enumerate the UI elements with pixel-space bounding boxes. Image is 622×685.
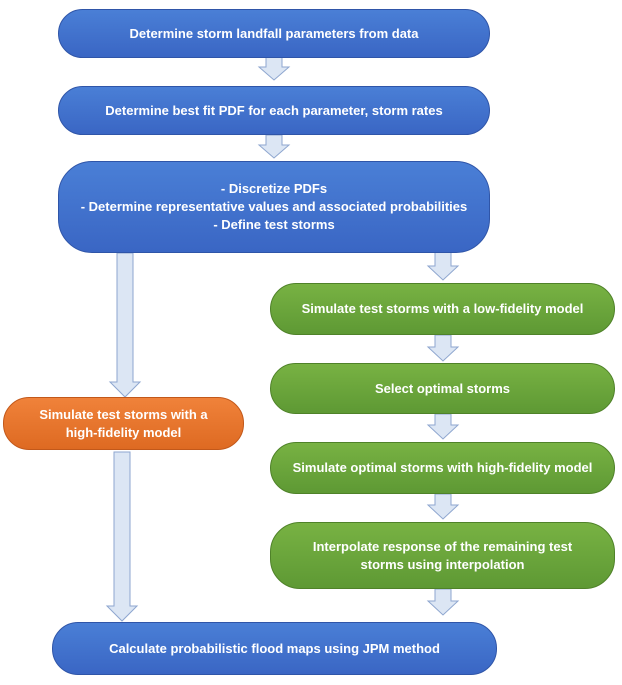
down-arrow bbox=[426, 588, 460, 616]
long-down-arrow bbox=[105, 451, 139, 622]
discretize-pdfs-box: - Discretize PDFs - Determine representa… bbox=[58, 161, 490, 253]
box-label: Simulate optimal storms with high-fideli… bbox=[292, 460, 593, 475]
down-arrow bbox=[257, 134, 291, 159]
box-label-line: - Discretize PDFs bbox=[220, 181, 328, 196]
box-label-line: - Define test storms bbox=[213, 217, 335, 232]
calculate-flood-maps-box: Calculate probabilistic flood maps using… bbox=[52, 622, 497, 675]
box-label-line: Simulate test storms with a bbox=[39, 406, 208, 422]
box-label: Simulate test storms with a low-fidelity… bbox=[301, 301, 584, 316]
down-arrow bbox=[426, 493, 460, 520]
down-arrow bbox=[426, 334, 460, 362]
box-label: Calculate probabilistic flood maps using… bbox=[109, 640, 440, 656]
determine-landfall-parameters-box: Determine storm landfall parameters from… bbox=[58, 9, 490, 58]
determine-best-fit-pdf-box: Determine best fit PDF for each paramete… bbox=[58, 86, 490, 135]
select-optimal-storms-box: Select optimal storms bbox=[270, 363, 615, 414]
box-label: Determine storm landfall parameters from… bbox=[129, 25, 419, 41]
down-arrow bbox=[426, 413, 460, 440]
box-label-line: storms using interpolation bbox=[360, 556, 525, 572]
box-label: Determine best fit PDF for each paramete… bbox=[105, 102, 443, 118]
simulate-high-fidelity-box: Simulate test storms with a high-fidelit… bbox=[3, 397, 244, 450]
interpolate-response-box: Interpolate response of the remaining te… bbox=[270, 522, 615, 589]
down-arrow bbox=[426, 251, 460, 281]
box-label: Select optimal storms bbox=[374, 380, 511, 396]
long-down-arrow bbox=[108, 252, 142, 398]
simulate-optimal-storms-box: Simulate optimal storms with high-fideli… bbox=[270, 442, 615, 494]
box-label-line: high-fidelity model bbox=[65, 424, 182, 440]
box-label-line: Interpolate response of the remaining te… bbox=[312, 538, 573, 554]
down-arrow bbox=[257, 56, 291, 81]
box-label-line: - Determine representative values and as… bbox=[80, 199, 468, 214]
simulate-low-fidelity-box: Simulate test storms with a low-fidelity… bbox=[270, 283, 615, 335]
